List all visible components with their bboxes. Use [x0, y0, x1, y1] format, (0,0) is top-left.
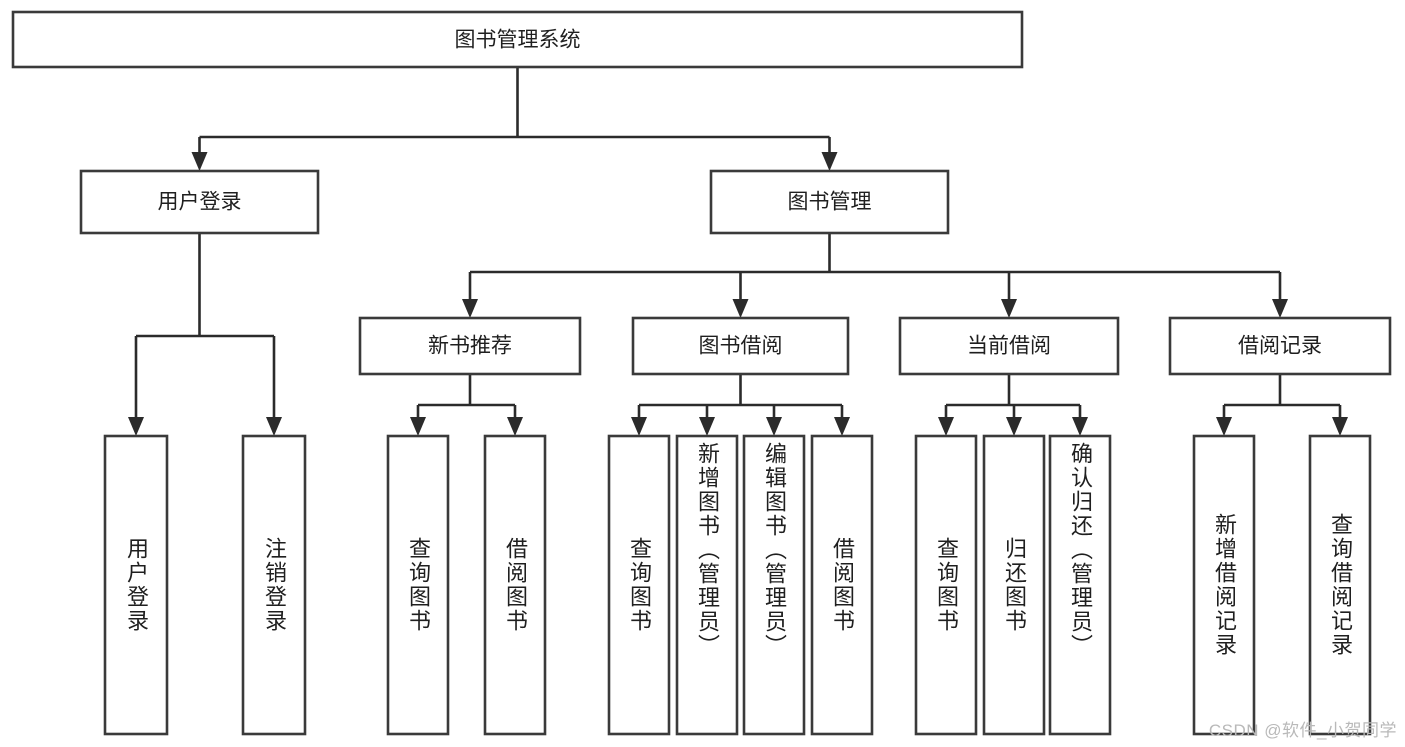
leaf-box-add-book-admin[interactable] — [675, 434, 739, 736]
connector-group-book-manage — [462, 233, 1288, 318]
node-label-book-borrow: 图书借阅 — [699, 335, 783, 358]
arrow-head-icon — [462, 299, 478, 318]
node-label-user-login: 用户登录 — [158, 191, 242, 214]
node-book-management[interactable]: 图书管理 — [709, 169, 950, 235]
node-borrow-record[interactable]: 借阅记录 — [1168, 316, 1392, 376]
arrow-head-icon — [1001, 299, 1017, 318]
arrow-head-icon — [1216, 417, 1232, 436]
arrow-head-icon — [766, 417, 782, 436]
connector-group-new-book — [410, 374, 523, 436]
leaf-box-query-borrow-record[interactable] — [1308, 434, 1372, 736]
watermark-text: CSDN @软件_小贺同学 — [1208, 721, 1397, 740]
connector-group-book-borrow — [631, 374, 850, 436]
arrow-head-icon — [1006, 417, 1022, 436]
node-current-borrow[interactable]: 当前借阅 — [898, 316, 1120, 376]
node-label-new-book-recommend: 新书推荐 — [428, 335, 512, 358]
connector-group-current-borrow — [938, 374, 1088, 436]
arrow-head-icon — [410, 417, 426, 436]
arrow-head-icon — [834, 417, 850, 436]
leaf-box-borrow-book-bb[interactable] — [810, 434, 874, 736]
node-box-new-book-recommend[interactable] — [358, 316, 582, 376]
arrow-head-icon — [266, 417, 282, 436]
connector-group-root — [191, 67, 838, 171]
node-new-book-recommend[interactable]: 新书推荐 — [358, 316, 582, 376]
leaf-box-query-book-cb[interactable] — [914, 434, 978, 736]
connector-group-borrow-record — [1216, 374, 1348, 436]
arrow-head-icon — [631, 417, 647, 436]
node-box-root[interactable] — [11, 10, 1024, 69]
arrow-head-icon — [1332, 417, 1348, 436]
node-box-current-borrow[interactable] — [898, 316, 1120, 376]
leaf-box-borrow-book-nb[interactable] — [483, 434, 547, 736]
node-box-book-management[interactable] — [709, 169, 950, 235]
leaf-box-confirm-return-admin[interactable] — [1048, 434, 1112, 736]
node-root-system[interactable]: 图书管理系统 — [11, 10, 1024, 69]
node-box-borrow-record[interactable] — [1168, 316, 1392, 376]
leaf-box-query-book-bb[interactable] — [607, 434, 671, 736]
leaf-box-add-borrow-record[interactable] — [1192, 434, 1256, 736]
leaf-box-edit-book-admin[interactable] — [742, 434, 806, 736]
node-label-book-management: 图书管理 — [788, 191, 872, 214]
node-label-root: 图书管理系统 — [455, 29, 581, 52]
arrow-head-icon — [1072, 417, 1088, 436]
arrow-head-icon — [191, 152, 208, 171]
arrow-head-icon — [732, 299, 749, 318]
arrow-head-icon — [938, 417, 954, 436]
arrow-head-icon — [699, 417, 715, 436]
leaf-box-query-book-nb[interactable] — [386, 434, 450, 736]
node-box-book-borrow[interactable] — [631, 316, 850, 376]
leaf-box-return-book[interactable] — [982, 434, 1046, 736]
leaf-box-logout[interactable] — [241, 434, 307, 736]
node-user-login[interactable]: 用户登录 — [79, 169, 320, 235]
node-book-borrow[interactable]: 图书借阅 — [631, 316, 850, 376]
node-box-user-login[interactable] — [79, 169, 320, 235]
connector-group-user-login — [128, 233, 282, 436]
arrow-head-icon — [507, 417, 523, 436]
arrow-head-icon — [128, 417, 144, 436]
node-label-borrow-record: 借阅记录 — [1238, 335, 1322, 358]
node-label-current-borrow: 当前借阅 — [967, 335, 1051, 358]
arrow-head-icon — [1272, 299, 1288, 318]
leaf-box-user-login[interactable] — [103, 434, 169, 736]
arrow-head-icon — [821, 152, 838, 171]
